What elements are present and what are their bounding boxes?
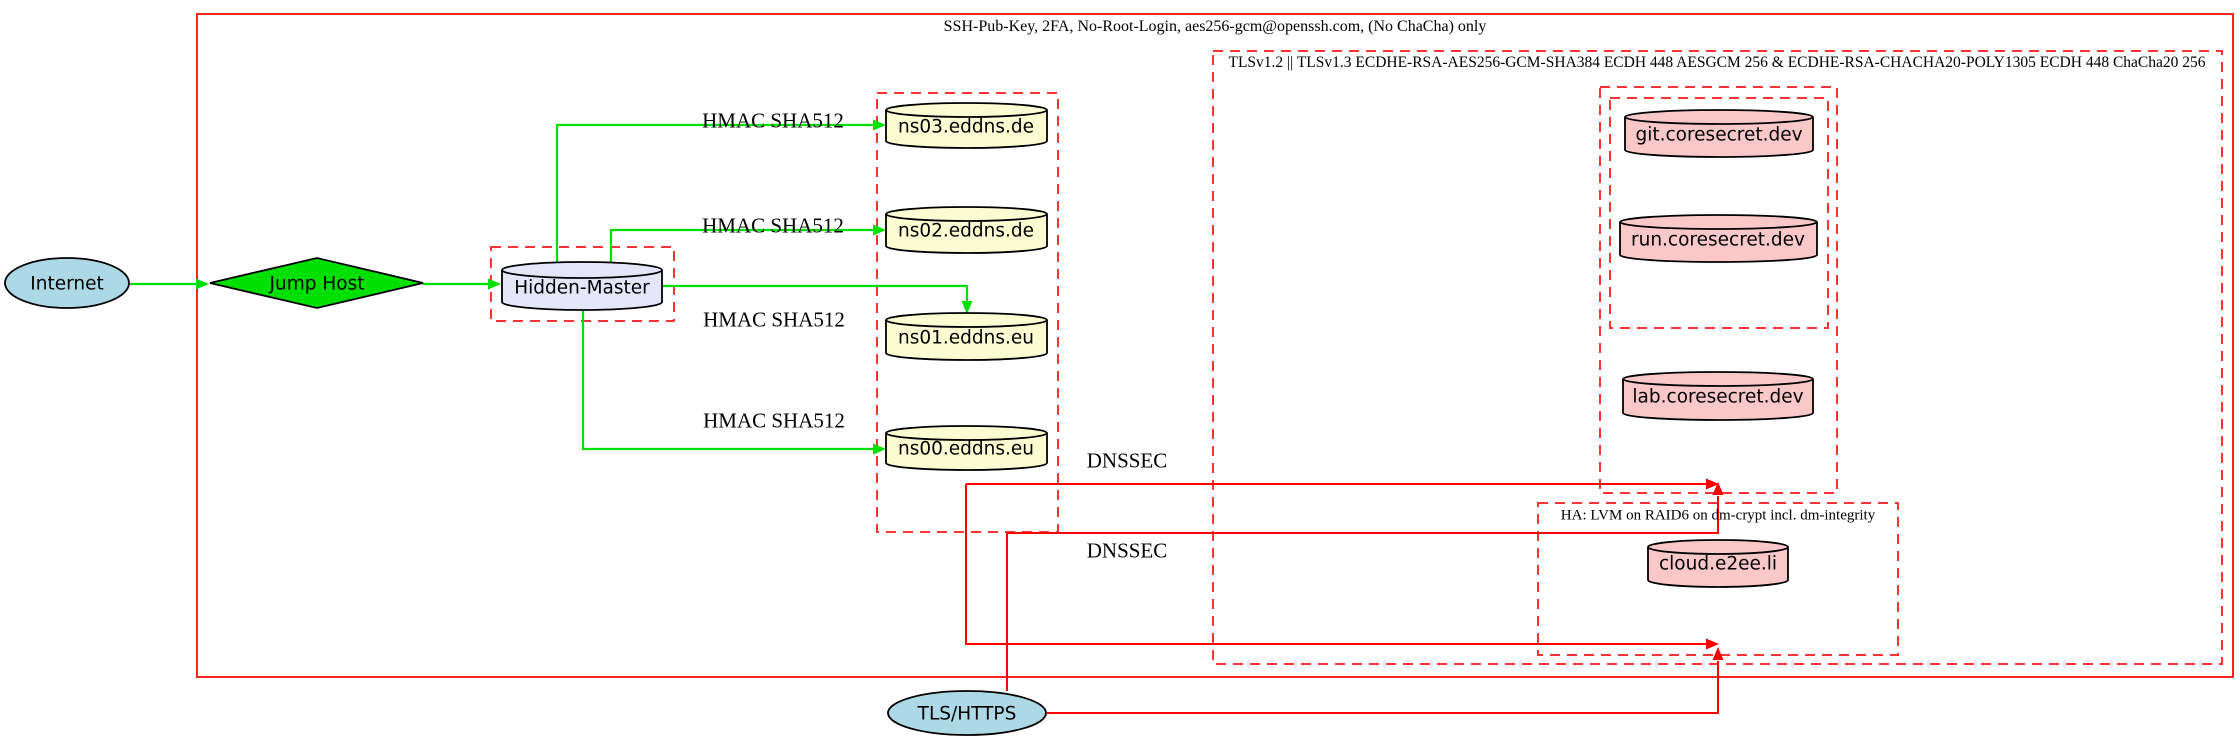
run-node (1619, 214, 1818, 263)
cloud-node-rim (1647, 546, 1789, 555)
ns03-node-rim (885, 109, 1048, 118)
dnssec-label-1: DNSSEC (1086, 448, 1168, 473)
arrowhead-ns03 (873, 119, 886, 131)
ns02-label: ns02.eddns.de (897, 220, 1035, 242)
arrowhead-ha-up (1712, 647, 1724, 660)
hmac-label-ns01: HMAC SHA512 (703, 307, 845, 332)
edge-nscluster-to-coresecret (1007, 496, 1719, 534)
lab-node-rim (1622, 378, 1814, 387)
ns00-node-rim (885, 432, 1048, 441)
hmac-label-ns03: HMAC SHA512 (702, 108, 844, 133)
arrowhead-coresecret-up (1712, 482, 1724, 495)
git-node-rim (1624, 116, 1814, 125)
edge-hiddenmaster-ns02 (609, 228, 875, 262)
ssh-cluster-box (196, 13, 2234, 678)
hidden-master-node-rim (501, 269, 663, 279)
arrowhead-coresecret-right (1706, 478, 1719, 490)
tls-https-node (887, 690, 1047, 736)
tls-https-label: TLS/HTTPS (917, 703, 1017, 725)
arrowhead-ns00 (873, 443, 886, 455)
arrowhead-ns01 (961, 301, 973, 314)
dnssec-label-2: DNSSEC (1086, 538, 1168, 563)
jump-host-node (209, 257, 424, 309)
ha-cluster-label: HA: LVM on RAID6 on dm-crypt incl. dm-in… (1560, 507, 1876, 524)
ns01-node (885, 312, 1048, 361)
ns02-node-rim (885, 213, 1048, 222)
cloud-node (1647, 539, 1789, 588)
jump-host-label: Jump Host (269, 273, 365, 295)
ns03-node (885, 102, 1048, 149)
git-run-cluster-box (1609, 97, 1829, 329)
arrowhead-ns02 (873, 224, 886, 236)
edge-hiddenmaster-ns01 (662, 284, 969, 303)
edge-tlshttps-to-ha (1047, 661, 1719, 714)
hidden-master-node (501, 261, 663, 311)
ns00-label: ns00.eddns.eu (897, 438, 1035, 460)
git-node (1624, 109, 1814, 158)
arrowhead-jumphost (196, 278, 209, 290)
cloud-label: cloud.e2ee.li (1658, 553, 1778, 575)
internet-label: Internet (30, 273, 104, 295)
lab-label: lab.coresecret.dev (1632, 386, 1804, 408)
arrowhead-ha-right (1706, 638, 1719, 650)
hmac-label-ns02: HMAC SHA512 (702, 213, 844, 238)
ssh-cluster-label: SSH-Pub-Key, 2FA, No-Root-Login, aes256-… (943, 18, 1487, 35)
git-label: git.coresecret.dev (1635, 124, 1803, 146)
ns01-label: ns01.eddns.eu (897, 327, 1035, 349)
ns02-node (885, 206, 1048, 254)
arrowhead-hiddenmaster (488, 278, 501, 290)
edge-dnssec-to-ha (965, 484, 1707, 645)
hidden-master-label: Hidden-Master (514, 277, 650, 299)
ns00-node (885, 425, 1048, 471)
run-label: run.coresecret.dev (1631, 229, 1805, 251)
ns03-label: ns03.eddns.de (897, 116, 1035, 138)
lab-node (1622, 371, 1814, 421)
run-node-rim (1619, 221, 1818, 230)
hmac-label-ns00: HMAC SHA512 (703, 408, 845, 433)
ns01-node-rim (885, 319, 1048, 328)
nameserver-cluster-box (876, 92, 1059, 533)
edge-hiddenmaster-ns03 (555, 123, 875, 262)
tls-cluster-label: TLSv1.2 || TLSv1.3 ECDHE-RSA-AES256-GCM-… (1228, 54, 2206, 71)
internet-node (4, 257, 130, 309)
edge-hiddenmaster-ns00 (581, 306, 875, 451)
